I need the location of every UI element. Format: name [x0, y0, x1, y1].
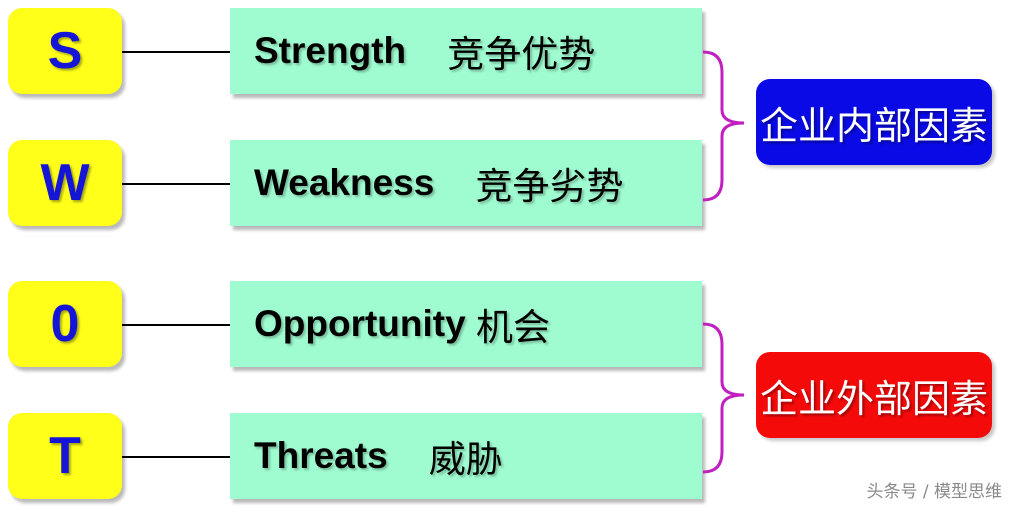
letter-s: S: [47, 22, 83, 80]
connector-line-s: [122, 51, 230, 53]
letter-box-w: W: [8, 140, 122, 226]
brace-external: [702, 322, 745, 474]
label-chinese-threats: 威胁: [428, 438, 503, 481]
group-braces: [702, 50, 745, 474]
letter-box-o: 0: [8, 281, 122, 367]
label-box-opportunity: Opportunity 机会: [230, 281, 702, 367]
letter-t: T: [49, 427, 81, 485]
internal-factors-box: 企业内部因素: [756, 79, 992, 165]
internal-factors-label: 企业内部因素: [759, 103, 988, 148]
letter-box-t: T: [8, 413, 122, 499]
label-chinese-strength: 竞争优势: [447, 33, 596, 76]
label-chinese-weakness: 竞争劣势: [475, 165, 624, 208]
label-english-weakness: Weakness: [254, 162, 435, 203]
label-english-strength: Strength: [254, 30, 407, 71]
watermark: 头条号 / 模型思维: [866, 482, 1002, 502]
external-factors-label: 企业外部因素: [759, 376, 988, 421]
external-factors-box: 企业外部因素: [756, 352, 992, 438]
connector-line-t: [122, 456, 230, 458]
brace-internal: [702, 50, 745, 202]
letter-w: W: [40, 154, 90, 212]
label-box-weakness: Weakness 竞争劣势: [230, 140, 702, 226]
label-english-threats: Threats: [254, 435, 388, 476]
letter-o: 0: [50, 295, 80, 353]
letter-box-s: S: [8, 8, 122, 94]
label-chinese-opportunity: 机会: [475, 306, 550, 349]
label-box-strength: Strength 竞争优势: [230, 8, 702, 94]
connector-line-o: [122, 324, 230, 326]
connector-line-w: [122, 183, 230, 185]
label-box-threats: Threats 威胁: [230, 413, 702, 499]
label-english-opportunity: Opportunity: [254, 303, 466, 344]
